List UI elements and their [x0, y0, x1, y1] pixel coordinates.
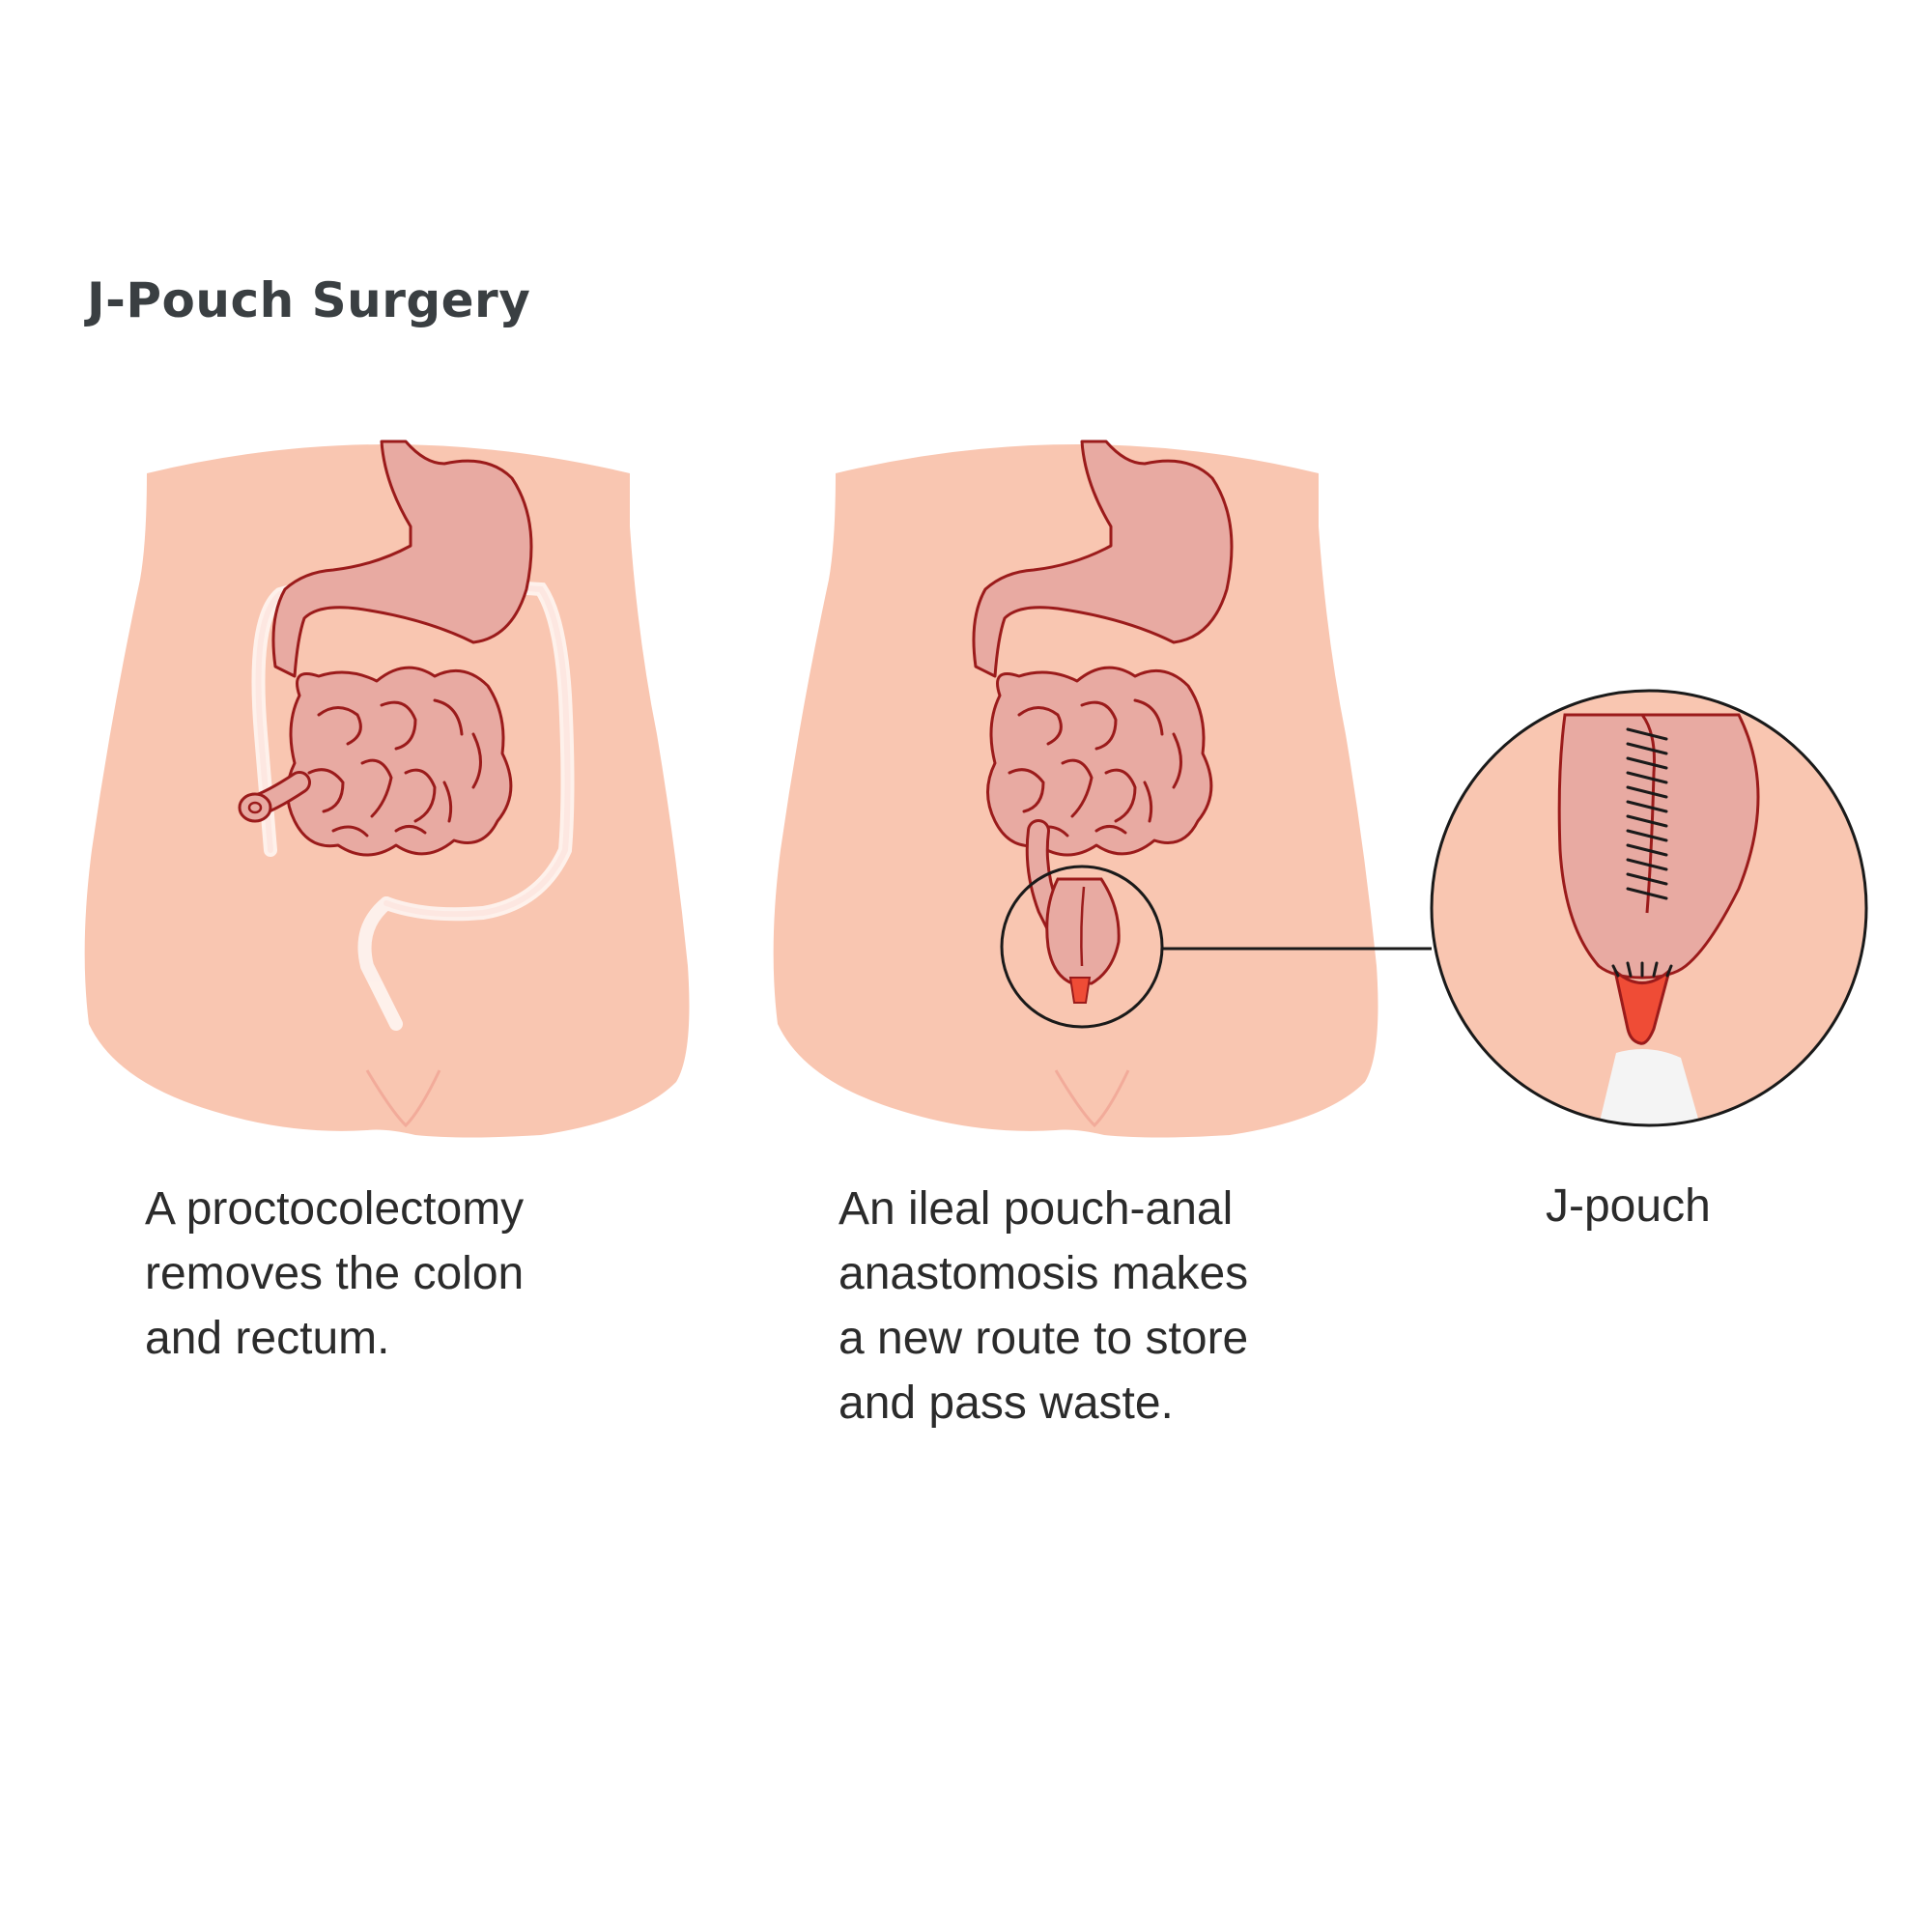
suture-line — [1611, 727, 1673, 978]
caption-line: A proctocolectomy — [145, 1183, 525, 1235]
caption-proctocolectomy: A proctocolectomy removes the colon and … — [145, 1177, 524, 1371]
caption-line: anastomosis makes — [838, 1248, 1249, 1299]
page-title: J-Pouch Surgery — [87, 272, 531, 328]
stomach — [271, 440, 533, 678]
caption-line: removes the colon — [145, 1248, 525, 1299]
caption-line: An ileal pouch-anal — [838, 1183, 1234, 1235]
caption-ipaa: An ileal pouch-anal anastomosis makes a … — [838, 1177, 1248, 1435]
j-pouch-detail-circle — [1430, 689, 1868, 1127]
small-intestine — [286, 666, 513, 857]
stomach-2 — [972, 440, 1234, 678]
removed-colon-inner — [255, 583, 571, 918]
caption-line: J-pouch — [1546, 1180, 1711, 1232]
caption-j-pouch: J-pouch — [1546, 1174, 1711, 1238]
small-j-pouch — [1045, 877, 1121, 1004]
stoma — [238, 792, 272, 823]
caption-line: and pass waste. — [838, 1378, 1174, 1429]
caption-line: a new route to store — [838, 1313, 1249, 1364]
magnifier-circle — [1000, 865, 1164, 1029]
caption-line: and rectum. — [145, 1313, 390, 1364]
small-intestine-2 — [986, 666, 1213, 857]
